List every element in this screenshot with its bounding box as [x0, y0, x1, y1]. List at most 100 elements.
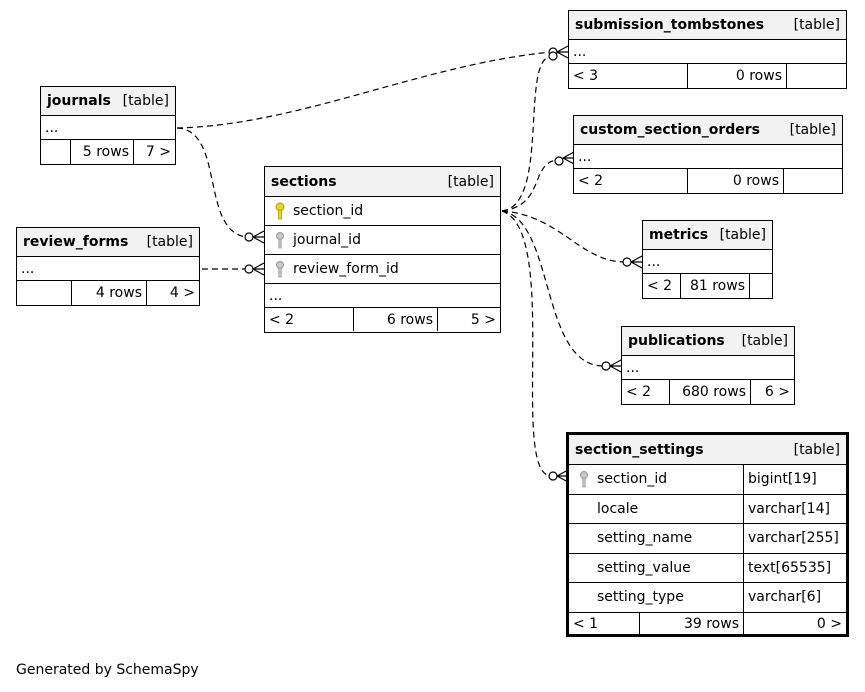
children-count[interactable]: 7 > [145, 144, 171, 160]
rows-count: 81 rows [681, 274, 750, 298]
column-row[interactable]: review_form_id [265, 255, 500, 284]
column-type: bigint[19] [748, 471, 817, 488]
rows-count: 5 rows [71, 140, 134, 164]
table-section-settings[interactable]: section_settings [table] section_id bigi… [566, 432, 849, 637]
edge-end-circle [548, 51, 558, 61]
edge-sections-custom-section-orders [501, 159, 557, 212]
table-name[interactable]: publications [628, 333, 725, 349]
columns-ellipsis: ... [626, 359, 640, 376]
column-row[interactable]: setting_value text[65535] [569, 553, 846, 583]
table-name[interactable]: sections [271, 173, 337, 190]
edge-end-circle [244, 264, 254, 274]
column-name: section_id [597, 471, 668, 488]
column-name: review_form_id [293, 261, 399, 277]
foreign-key-icon [580, 471, 588, 488]
rows-count: 4 rows [72, 281, 147, 305]
rows-count: 39 rows [640, 612, 744, 636]
children-count[interactable]: 6 > [764, 384, 790, 400]
crowfoot-icon [556, 45, 569, 59]
edge-end-circle [554, 156, 564, 166]
table-name[interactable]: journals [47, 93, 111, 109]
table-name[interactable]: submission_tombstones [575, 17, 765, 33]
rows-count: 0 rows [688, 169, 784, 193]
rows-count: 6 rows [354, 308, 438, 331]
parents-count[interactable]: < 2 [574, 169, 688, 193]
column-row[interactable]: setting_name varchar[255] [569, 524, 846, 554]
table-type: [table] [122, 93, 169, 109]
crowfoot-icon [252, 262, 265, 276]
edge-sections-section-settings [501, 210, 551, 477]
table-type: [table] [146, 234, 193, 250]
parents-count[interactable]: < 1 [569, 612, 640, 636]
parents-count[interactable]: < 3 [569, 64, 688, 88]
edge-journals-submission-tombstones [176, 51, 552, 129]
parents-count[interactable] [41, 140, 71, 164]
table-type: [table] [719, 227, 766, 243]
table-name[interactable]: custom_section_orders [580, 122, 760, 138]
parents-count[interactable]: < 2 [265, 308, 354, 331]
table-type: [table] [789, 122, 836, 138]
columns-ellipsis: ... [269, 287, 283, 304]
table-metrics[interactable]: metrics [table] ... < 2 81 rows [642, 220, 773, 299]
column-type: varchar[14] [748, 500, 830, 517]
parents-count[interactable]: < 2 [622, 380, 670, 404]
edge-journals-sections [176, 127, 247, 238]
children-count[interactable] [784, 169, 842, 193]
column-row[interactable]: setting_type varchar[6] [569, 583, 846, 613]
column-name: journal_id [293, 232, 361, 248]
table-type: [table] [793, 17, 840, 33]
column-name: setting_value [597, 559, 691, 576]
crowfoot-icon [252, 230, 265, 244]
generated-by-footer: Generated by SchemaSpy [16, 662, 199, 678]
table-name[interactable]: section_settings [575, 441, 704, 458]
table-type: [table] [741, 333, 788, 349]
parents-count[interactable]: < 2 [643, 274, 681, 298]
edge-sections-publications [501, 210, 604, 367]
table-review-forms[interactable]: review_forms [table] ... 4 rows 4 > [16, 227, 200, 306]
column-name: setting_name [597, 530, 693, 547]
children-count[interactable]: 0 > [816, 616, 842, 632]
children-count[interactable] [750, 274, 772, 298]
edge-end-circle [622, 257, 632, 267]
table-type: [table] [447, 173, 494, 190]
foreign-key-icon [276, 261, 284, 278]
parents-count[interactable] [17, 281, 72, 305]
edge-sections-submission-tombstones [501, 55, 552, 212]
column-row[interactable]: section_id [265, 197, 500, 226]
crowfoot-icon [630, 255, 643, 269]
table-custom-section-orders[interactable]: custom_section_orders [table] ... < 2 0 … [573, 115, 843, 194]
column-row[interactable]: journal_id [265, 226, 500, 255]
table-name[interactable]: review_forms [23, 234, 129, 250]
crowfoot-icon [609, 359, 622, 373]
table-name[interactable]: metrics [649, 227, 709, 243]
foreign-key-icon [276, 232, 284, 249]
edge-end-circle [601, 361, 611, 371]
columns-ellipsis: ... [573, 43, 587, 60]
column-name: section_id [293, 203, 364, 219]
edge-end-circle [548, 471, 558, 481]
table-type: [table] [793, 441, 840, 458]
columns-ellipsis: ... [45, 119, 59, 136]
primary-key-icon [275, 202, 285, 220]
children-count[interactable] [787, 64, 846, 88]
table-sections[interactable]: sections [table] section_id journal_id [264, 166, 501, 333]
column-name: setting_type [597, 589, 684, 606]
column-type: text[65535] [748, 559, 832, 576]
children-count[interactable]: 4 > [169, 285, 195, 301]
column-row[interactable]: section_id bigint[19] [569, 465, 846, 495]
table-submission-tombstones[interactable]: submission_tombstones [table] ... < 3 0 … [568, 10, 847, 89]
columns-ellipsis: ... [578, 148, 592, 165]
crowfoot-icon [562, 151, 575, 165]
rows-count: 0 rows [688, 64, 787, 88]
table-journals[interactable]: journals [table] ... 5 rows 7 > [40, 86, 176, 165]
edge-end-circle [244, 232, 254, 242]
rows-count: 680 rows [670, 380, 751, 404]
column-name: locale [597, 500, 639, 517]
column-row[interactable]: locale varchar[14] [569, 494, 846, 524]
table-publications[interactable]: publications [table] ... < 2 680 rows 6 … [621, 326, 795, 405]
edge-sections-metrics [501, 210, 626, 263]
column-type: varchar[6] [748, 589, 822, 606]
children-count[interactable]: 5 > [470, 311, 496, 328]
columns-ellipsis: ... [647, 253, 661, 270]
